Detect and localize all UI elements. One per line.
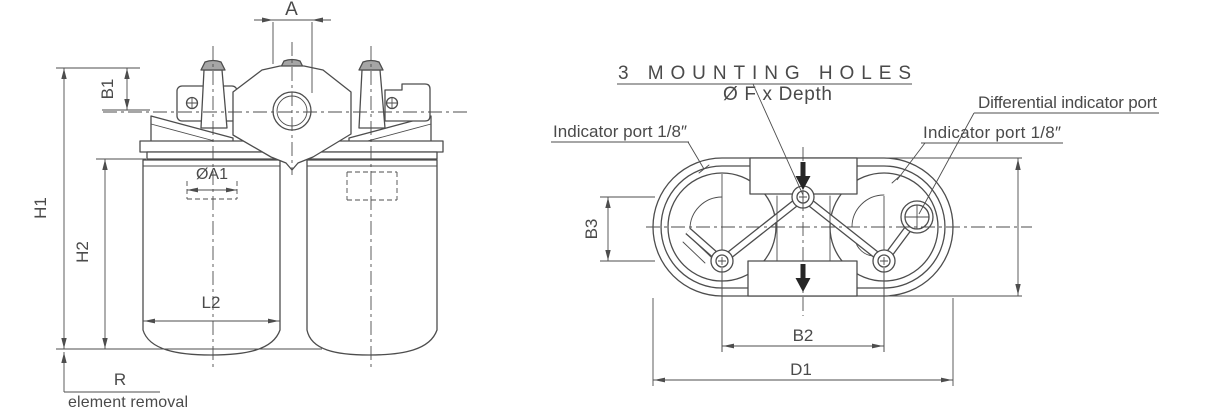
label-mounting-holes: 3 MOUNTING HOLES bbox=[618, 63, 912, 84]
dim-label-h1: H1 bbox=[31, 197, 50, 219]
flow-arrows bbox=[795, 162, 811, 292]
flange-strip-right bbox=[307, 152, 437, 159]
label-indicator-port-left: Indicator port 1/8″ bbox=[553, 122, 687, 141]
center-block-edges bbox=[777, 196, 830, 261]
dimension-arrowheads bbox=[61, 17, 1021, 383]
flow-arrow-top-icon bbox=[795, 162, 811, 190]
dim-label-a: A bbox=[285, 0, 299, 20]
thread-boss-right-hidden bbox=[347, 172, 397, 200]
dim-h2 bbox=[96, 159, 146, 349]
handle-knob-right bbox=[359, 70, 385, 128]
leader-indicator-left bbox=[688, 142, 709, 173]
screw-left-icon bbox=[187, 98, 198, 109]
label-indicator-port-right: Indicator port 1/8″ bbox=[923, 123, 1061, 142]
bowl-left-detail-arc bbox=[690, 197, 722, 229]
dim-label-b2: B2 bbox=[793, 326, 814, 345]
dim-h1 bbox=[56, 68, 322, 349]
dim-label-da1: ØA1 bbox=[196, 166, 228, 183]
dim-label-l2: L2 bbox=[202, 293, 221, 312]
dim-d1 bbox=[653, 298, 953, 386]
canister-left bbox=[143, 160, 280, 355]
leader-differential bbox=[919, 113, 974, 214]
linework: A B1 H1 H2 ØA1 L2 R element removal 3 MO… bbox=[31, 0, 1159, 411]
canister-right bbox=[307, 160, 437, 355]
dim-label-h2: H2 bbox=[73, 241, 92, 263]
flow-arrow-bottom-icon bbox=[795, 264, 811, 292]
leader-indicator-right bbox=[892, 143, 925, 183]
front-view bbox=[56, 20, 470, 392]
differential-indicator bbox=[901, 201, 933, 233]
leader-mounting-holes bbox=[753, 84, 803, 195]
label-differential-indicator-port: Differential indicator port bbox=[978, 93, 1157, 112]
top-view bbox=[551, 84, 1159, 386]
screw-right-icon bbox=[387, 98, 398, 109]
flange-strip-left bbox=[147, 152, 277, 159]
dim-label-b3: B3 bbox=[582, 219, 601, 240]
label-mounting-spec: Ø F x Depth bbox=[723, 84, 833, 105]
dim-label-r: R bbox=[114, 370, 126, 389]
handle-knob-left bbox=[201, 70, 227, 128]
dim-label-b1: B1 bbox=[98, 79, 117, 100]
dim-block-height bbox=[880, 158, 1022, 296]
dim-b2 bbox=[722, 268, 884, 352]
note-element-removal: element removal bbox=[68, 394, 188, 411]
dim-label-d1: D1 bbox=[790, 360, 812, 379]
dim-r bbox=[64, 352, 160, 392]
